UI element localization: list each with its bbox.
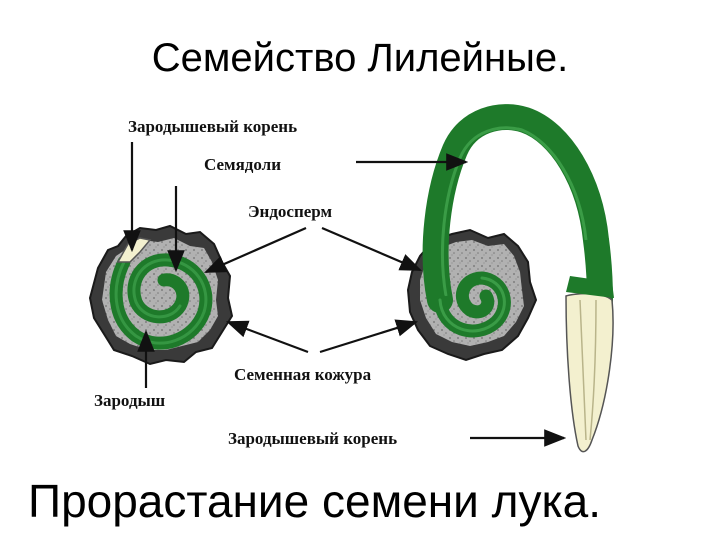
root-base-green <box>566 276 614 298</box>
label-radicle-bottom: Зародышевый корень <box>228 429 397 448</box>
label-endosperm: Эндосперм <box>248 202 333 221</box>
label-arrows <box>123 142 567 447</box>
label-embryo: Зародыш <box>94 391 165 410</box>
radicle-root-detail <box>579 299 587 441</box>
label-seed-coat: Семенная кожура <box>234 365 372 384</box>
cotyledon-arch-highlight <box>441 126 588 297</box>
slide-title: Семейство Лилейные. <box>151 36 569 80</box>
arrow-endosperm-left <box>203 226 307 274</box>
cotyledon-arch <box>422 104 613 313</box>
embryo-coil-highlight <box>114 258 208 345</box>
dormant-seed <box>88 224 234 366</box>
slide-subtitle: Прорастание семени лука. <box>28 475 602 527</box>
label-radicle-top: Зародышевый корень <box>128 117 297 136</box>
label-cotyledon: Семядоли <box>204 155 281 174</box>
embryo-coil-right-highlight <box>438 276 506 333</box>
arrow-seedcoat-left <box>225 320 309 354</box>
germinating-seed <box>406 104 614 453</box>
arrow-endosperm-right <box>321 226 423 272</box>
arrow-seedcoat-right <box>319 319 419 354</box>
radicle-root-detail-2 <box>589 299 597 441</box>
radicle-root-right <box>565 292 614 453</box>
